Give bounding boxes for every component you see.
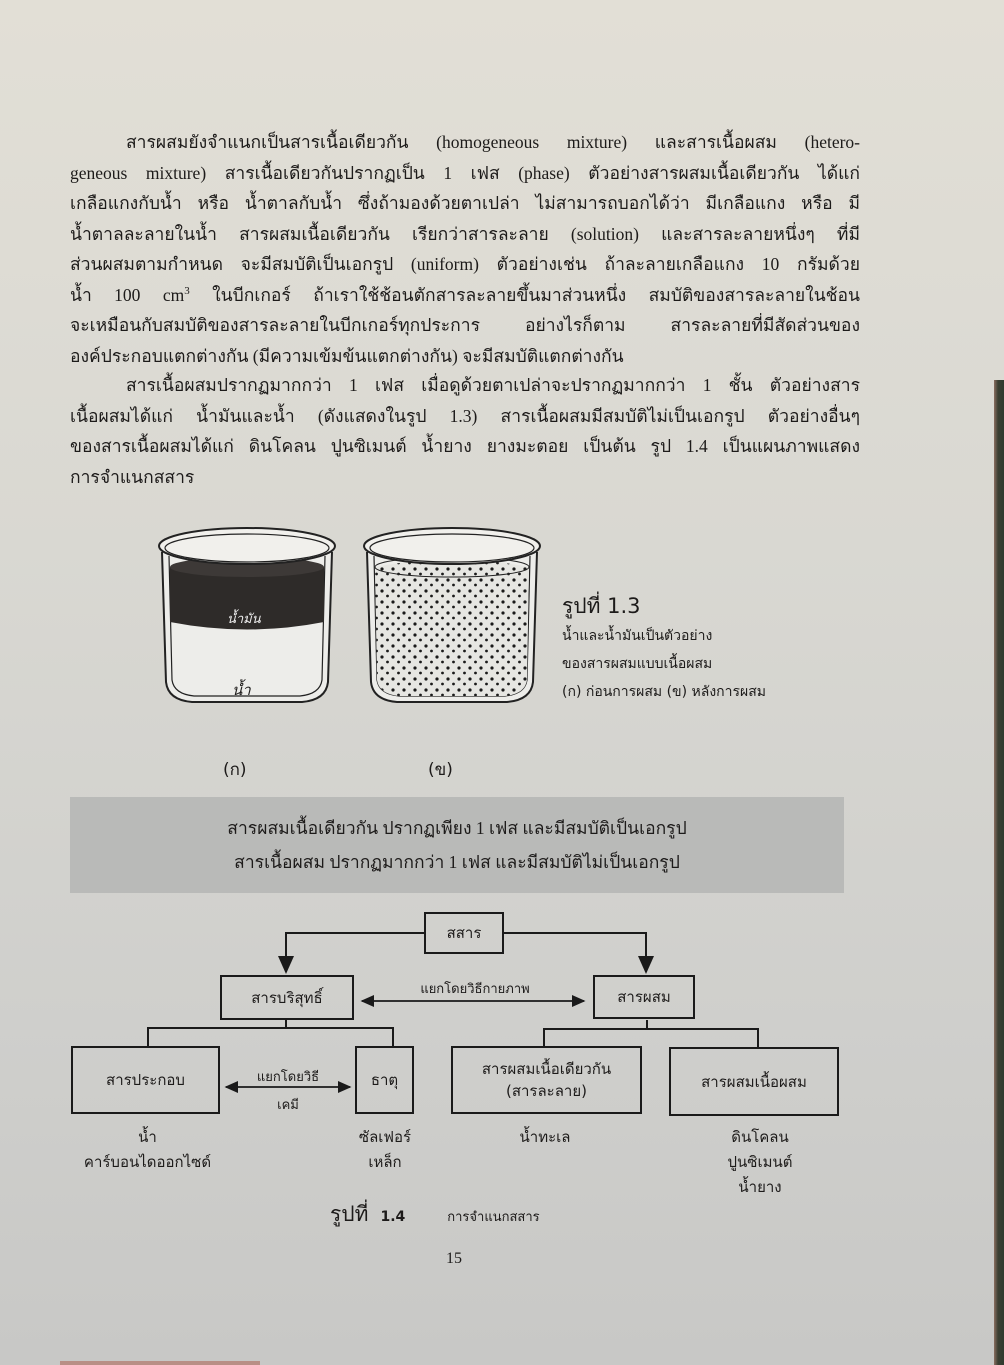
- beaker-a-illustration: [158, 527, 336, 703]
- beaker-b-illustration: [363, 527, 541, 703]
- text-line: การจำแนกสสาร: [70, 466, 195, 487]
- node-element: ธาตุ: [355, 1046, 414, 1114]
- figure-1-3-desc-line: ของสารผสมแบบเนื้อผสม: [562, 656, 713, 672]
- text-line: องค์ประกอบแตกต่างกัน (มีความเข้มข้นแตกต่…: [70, 345, 624, 366]
- beaker-before-mixing: น้ำมัน น้ำ: [152, 522, 342, 707]
- page-bottom-edge: [60, 1361, 260, 1365]
- text-line: น้ำตาลละลายในน้ำ สารผสมเนื้อเดียวกัน เรี…: [70, 223, 860, 244]
- summary-box: สารผสมเนื้อเดียวกัน ปรากฏเพียง 1 เฟส และ…: [70, 797, 844, 893]
- examples-compound: น้ำ คาร์บอนไดออกไซด์: [55, 1125, 240, 1175]
- superscript: 3: [184, 284, 190, 297]
- figure-1-3-desc-line: (ก) ก่อนการผสม (ข) หลังการผสม: [562, 684, 767, 700]
- node-homogeneous-label: สารผสมเนื้อเดียวกัน: [481, 1060, 612, 1078]
- edge-label-chemical-1: แยกโดยวิธี: [256, 1070, 320, 1085]
- example-item: น้ำ: [138, 1128, 157, 1146]
- text-line: เนื้อผสมได้แก่ น้ำมันและน้ำ (ดังแสดงในรู…: [70, 405, 860, 426]
- node-heterogeneous-mixture: สารผสมเนื้อผสม: [669, 1047, 839, 1116]
- node-homogeneous-mixture: สารผสมเนื้อเดียวกัน (สารละลาย): [451, 1046, 642, 1114]
- text-line: จะเหมือนกับสมบัติของสารละลายในบีกเกอร์ทุ…: [70, 315, 860, 335]
- text-fragment: น้ำ 100 cm: [70, 284, 185, 305]
- node-pure-substance: สารบริสุทธิ์: [220, 975, 354, 1020]
- node-compound: สารประกอบ: [71, 1046, 220, 1114]
- figure-1-3-desc-line: น้ำและน้ำมันเป็นตัวอย่าง: [562, 628, 713, 644]
- summary-line-heterogeneous: สารเนื้อผสม ปรากฏมากกว่า 1 เฟส และมีสมบั…: [234, 852, 680, 872]
- examples-heterogeneous: ดินโคลน ปูนซิเมนต์ น้ำยาง: [700, 1125, 820, 1200]
- edge-label-physical: แยกโดยวิธีกายภาพ: [420, 982, 530, 997]
- oil-label: น้ำมัน: [227, 612, 261, 627]
- node-matter: สสาร: [424, 912, 504, 954]
- example-item: น้ำทะเล: [519, 1128, 571, 1146]
- example-item: เหล็ก: [368, 1153, 402, 1171]
- example-item: น้ำยาง: [738, 1178, 782, 1196]
- text-fragment: ในบีกเกอร์ ถ้าเราใช้ช้อนตักสารละลายขึ้นม…: [212, 284, 861, 305]
- figure-1-3-title: รูปที่ 1.3: [562, 594, 641, 618]
- text-line: ส่วนผสมตามกำหนด จะมีสมบัติเป็นเอกรูป (un…: [70, 254, 860, 274]
- water-label: น้ำ: [232, 681, 251, 699]
- beaker-b-caption: (ข): [428, 760, 453, 780]
- node-mixture: สารผสม: [593, 975, 695, 1019]
- text-line: geneous mixture) สารเนื้อเดียวกันปรากฏเป…: [70, 162, 860, 183]
- example-item: ซัลเฟอร์: [358, 1128, 412, 1146]
- text-line: สารผสมยังจำแนกเป็นสารเนื้อเดียวกัน (homo…: [126, 132, 860, 152]
- beaker-after-mixing: [357, 522, 547, 707]
- node-homogeneous-sublabel: (สารละลาย): [506, 1082, 587, 1100]
- example-item: ปูนซิเมนต์: [727, 1153, 793, 1171]
- beaker-a-caption: (ก): [223, 760, 247, 780]
- figure-1-4-desc: การจำแนกสสาร: [447, 1210, 540, 1225]
- text-line: สารเนื้อผสมปรากฏมากกว่า 1 เฟส เมื่อดูด้ว…: [126, 375, 860, 395]
- book-spine-edge: [994, 380, 1004, 1365]
- paragraph-heterogeneous: สารเนื้อผสมปรากฏมากกว่า 1 เฟส เมื่อดูด้ว…: [70, 370, 860, 492]
- examples-homogeneous: น้ำทะเล: [495, 1125, 595, 1150]
- example-item: คาร์บอนไดออกไซด์: [83, 1153, 212, 1171]
- examples-element: ซัลเฟอร์ เหล็ก: [335, 1125, 435, 1175]
- figure-1-4-title: รูปที่: [330, 1202, 369, 1226]
- figure-1-3-caption: รูปที่ 1.3 น้ำและน้ำมันเป็นตัวอย่าง ของส…: [562, 590, 862, 706]
- figure-1-4-caption: รูปที่ 1.4 การจำแนกสสาร: [330, 1198, 540, 1231]
- paragraph-homogeneous: สารผสมยังจำแนกเป็นสารเนื้อเดียวกัน (homo…: [70, 127, 860, 371]
- summary-line-homogeneous: สารผสมเนื้อเดียวกัน ปรากฏเพียง 1 เฟส และ…: [227, 818, 687, 838]
- example-item: ดินโคลน: [731, 1128, 789, 1146]
- text-line: น้ำ 100 cm3 ในบีกเกอร์ ถ้าเราใช้ช้อนตักส…: [70, 280, 860, 311]
- page-number: 15: [446, 1250, 462, 1267]
- edge-label-chemical-2: เคมี: [277, 1098, 299, 1113]
- figure-1-4-number: 1.4: [380, 1209, 406, 1225]
- text-line: ของสารเนื้อผสมได้แก่ ดินโคลน ปูนซิเมนต์ …: [70, 436, 860, 456]
- text-line: เกลือแกงกับน้ำ หรือ น้ำตาลกับน้ำ ซึ่งถ้า…: [70, 193, 860, 213]
